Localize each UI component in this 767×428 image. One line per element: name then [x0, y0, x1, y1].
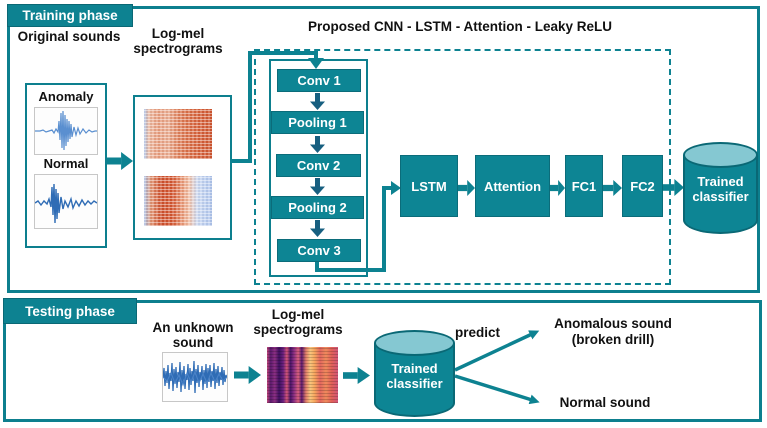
route-out-seg3	[382, 186, 386, 272]
cylinder-top	[683, 142, 758, 168]
network-title-text: Proposed CNN - LSTM - Attention - Leaky …	[307, 19, 612, 34]
lstm-block: LSTM	[400, 155, 458, 217]
training-classifier-line2: classifier	[692, 188, 749, 204]
normal-label-text: Normal	[43, 156, 89, 171]
unknown-sound-line1: An unknown	[152, 320, 234, 335]
normal-waveform-plot	[34, 183, 98, 224]
anomaly-spectrogram	[144, 109, 212, 159]
conv3-block: Conv 3	[277, 239, 361, 262]
predict-anomalous-arrow	[454, 330, 540, 372]
cylinder-body	[683, 155, 758, 234]
testing-logmel-line1: Log-mel	[271, 307, 325, 322]
network-title: Proposed CNN - LSTM - Attention - Leaky …	[260, 19, 660, 35]
training-phase-label-text: Training phase	[22, 8, 118, 23]
anomaly-waveform	[34, 107, 98, 155]
sounds-to-spectrograms-arrow	[107, 152, 133, 170]
unknown-sound-waveform	[162, 352, 228, 402]
anomalous-outcome-label: Anomalous sound (broken drill)	[538, 316, 688, 348]
anomalous-outcome-line2: (broken drill)	[571, 332, 655, 348]
fc1-to-fc2-arrow	[603, 180, 622, 196]
fc1-label: FC1	[571, 178, 597, 194]
conv2-label: Conv 2	[296, 158, 341, 173]
pooling2-to-conv3-arrow	[310, 220, 325, 237]
proposed-network-dashed-box	[254, 49, 671, 285]
training-logmel-line1: Log-mel	[151, 26, 205, 41]
testing-logmel-heading: Log-mel spectrograms	[249, 307, 347, 337]
spectrogram-to-classifier-arrow	[343, 367, 370, 384]
pooling1-block: Pooling 1	[271, 111, 364, 134]
route-in-seg1	[230, 159, 252, 163]
cylinder-top	[374, 330, 455, 356]
original-sounds-heading: Original sounds	[10, 29, 128, 45]
route-out-arrowhead	[391, 181, 401, 195]
conv1-label: Conv 1	[297, 73, 341, 88]
training-spectrograms-box	[133, 95, 232, 240]
original-sounds-heading-text: Original sounds	[17, 29, 121, 44]
anomalous-outcome-line1: Anomalous sound	[554, 316, 672, 331]
conv2-to-pooling2-arrow	[310, 178, 325, 195]
testing-phase-label-text: Testing phase	[25, 303, 115, 319]
attention-to-fc1-arrow	[550, 180, 565, 196]
training-classifier-line1: Trained	[697, 174, 744, 189]
testing-classifier-line1: Trained	[391, 361, 438, 376]
fc2-to-classifier-arrow	[663, 179, 684, 196]
conv2-block: Conv 2	[276, 154, 361, 177]
testing-classifier-line2: classifier	[386, 375, 443, 391]
conv3-label: Conv 3	[297, 243, 341, 258]
anomaly-label-text: Anomaly	[38, 89, 94, 104]
lstm-label: LSTM	[411, 178, 447, 194]
route-out-seg1	[315, 262, 319, 272]
normal-outcome-text: Normal sound	[559, 395, 651, 410]
route-out-seg2	[315, 268, 386, 272]
route-in-seg3	[248, 51, 318, 55]
pooling2-block: Pooling 2	[271, 196, 364, 219]
fc2-label: FC2	[630, 178, 655, 194]
route-in-seg2	[248, 51, 252, 163]
predict-label-text: predict	[455, 325, 501, 340]
conv1-to-pooling1-arrow	[310, 93, 325, 110]
normal-label: Normal	[27, 156, 105, 171]
predict-label: predict	[455, 325, 515, 340]
normal-spectrogram	[144, 176, 212, 226]
conv1-block: Conv 1	[277, 69, 361, 92]
pooling1-to-conv2-arrow	[310, 136, 325, 153]
training-classifier-label: Trained classifier	[683, 174, 758, 205]
training-logmel-line2: spectrograms	[133, 40, 223, 56]
training-classifier-cylinder: Trained classifier	[683, 142, 758, 234]
pooling2-label: Pooling 2	[288, 200, 347, 215]
training-phase-label: Training phase	[7, 4, 133, 27]
testing-logmel-line2: spectrograms	[253, 321, 343, 337]
fc2-block: FC2	[622, 155, 663, 217]
predict-normal-arrow	[454, 374, 540, 405]
attention-block: Attention	[475, 155, 550, 217]
testing-classifier-label: Trained classifier	[374, 361, 455, 392]
route-in-arrowhead	[308, 58, 324, 69]
pooling1-label: Pooling 1	[288, 115, 347, 130]
unknown-sound-heading: An unknown sound	[147, 320, 239, 350]
training-logmel-heading: Log-mel spectrograms	[126, 26, 230, 56]
anomaly-waveform-plot	[35, 110, 97, 151]
route-out-seg4	[382, 186, 392, 190]
testing-classifier-cylinder: Trained classifier	[374, 330, 455, 417]
testing-phase-label: Testing phase	[3, 298, 137, 324]
attention-label: Attention	[483, 178, 542, 194]
original-sounds-box: Anomaly Normal	[25, 83, 107, 248]
anomaly-label: Anomaly	[27, 89, 105, 104]
testing-spectrogram	[267, 347, 338, 403]
fc1-block: FC1	[565, 155, 603, 217]
lstm-to-attention-arrow	[458, 180, 475, 196]
unknown-to-spectrogram-arrow	[234, 366, 261, 384]
unknown-waveform-plot	[162, 360, 228, 394]
unknown-sound-line2: sound	[172, 334, 214, 350]
normal-outcome-label: Normal sound	[540, 395, 670, 411]
normal-waveform	[34, 174, 98, 229]
predict-arrows	[454, 330, 540, 405]
route-in-seg4	[314, 51, 318, 59]
